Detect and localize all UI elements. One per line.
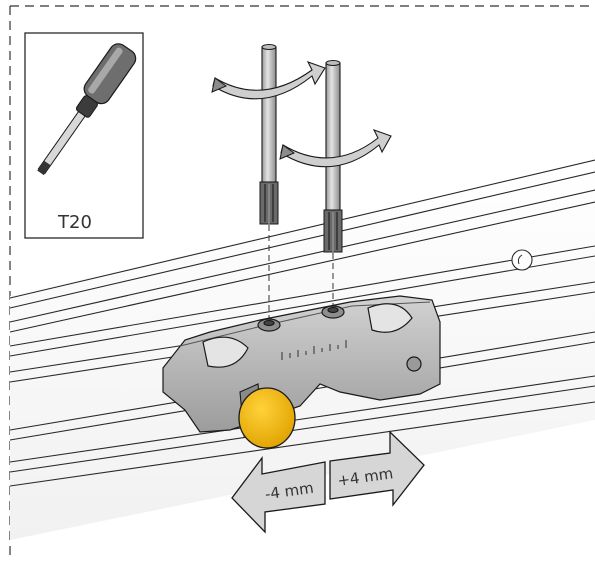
screwdriver-icon [37,43,137,176]
arrow-minus: -4 mm [231,456,326,534]
rail-clamp [162,295,441,433]
rotation-arrow-right-icon [279,129,392,168]
rotation-arrow-left-icon [211,61,326,100]
clamp-screw-right [321,305,345,319]
rail-end-cap-icon [511,249,533,271]
alignment-lines [268,225,334,322]
tool-label: T20 [57,212,92,233]
adjustment-scale [281,340,347,360]
torx-bit-left [259,44,279,225]
torx-bit-right [323,60,343,253]
clamp-screw-left [257,318,281,332]
tool-panel: T20 [24,32,144,239]
adjustment-knob [238,383,296,449]
arrow-plus: +4 mm [329,430,425,507]
